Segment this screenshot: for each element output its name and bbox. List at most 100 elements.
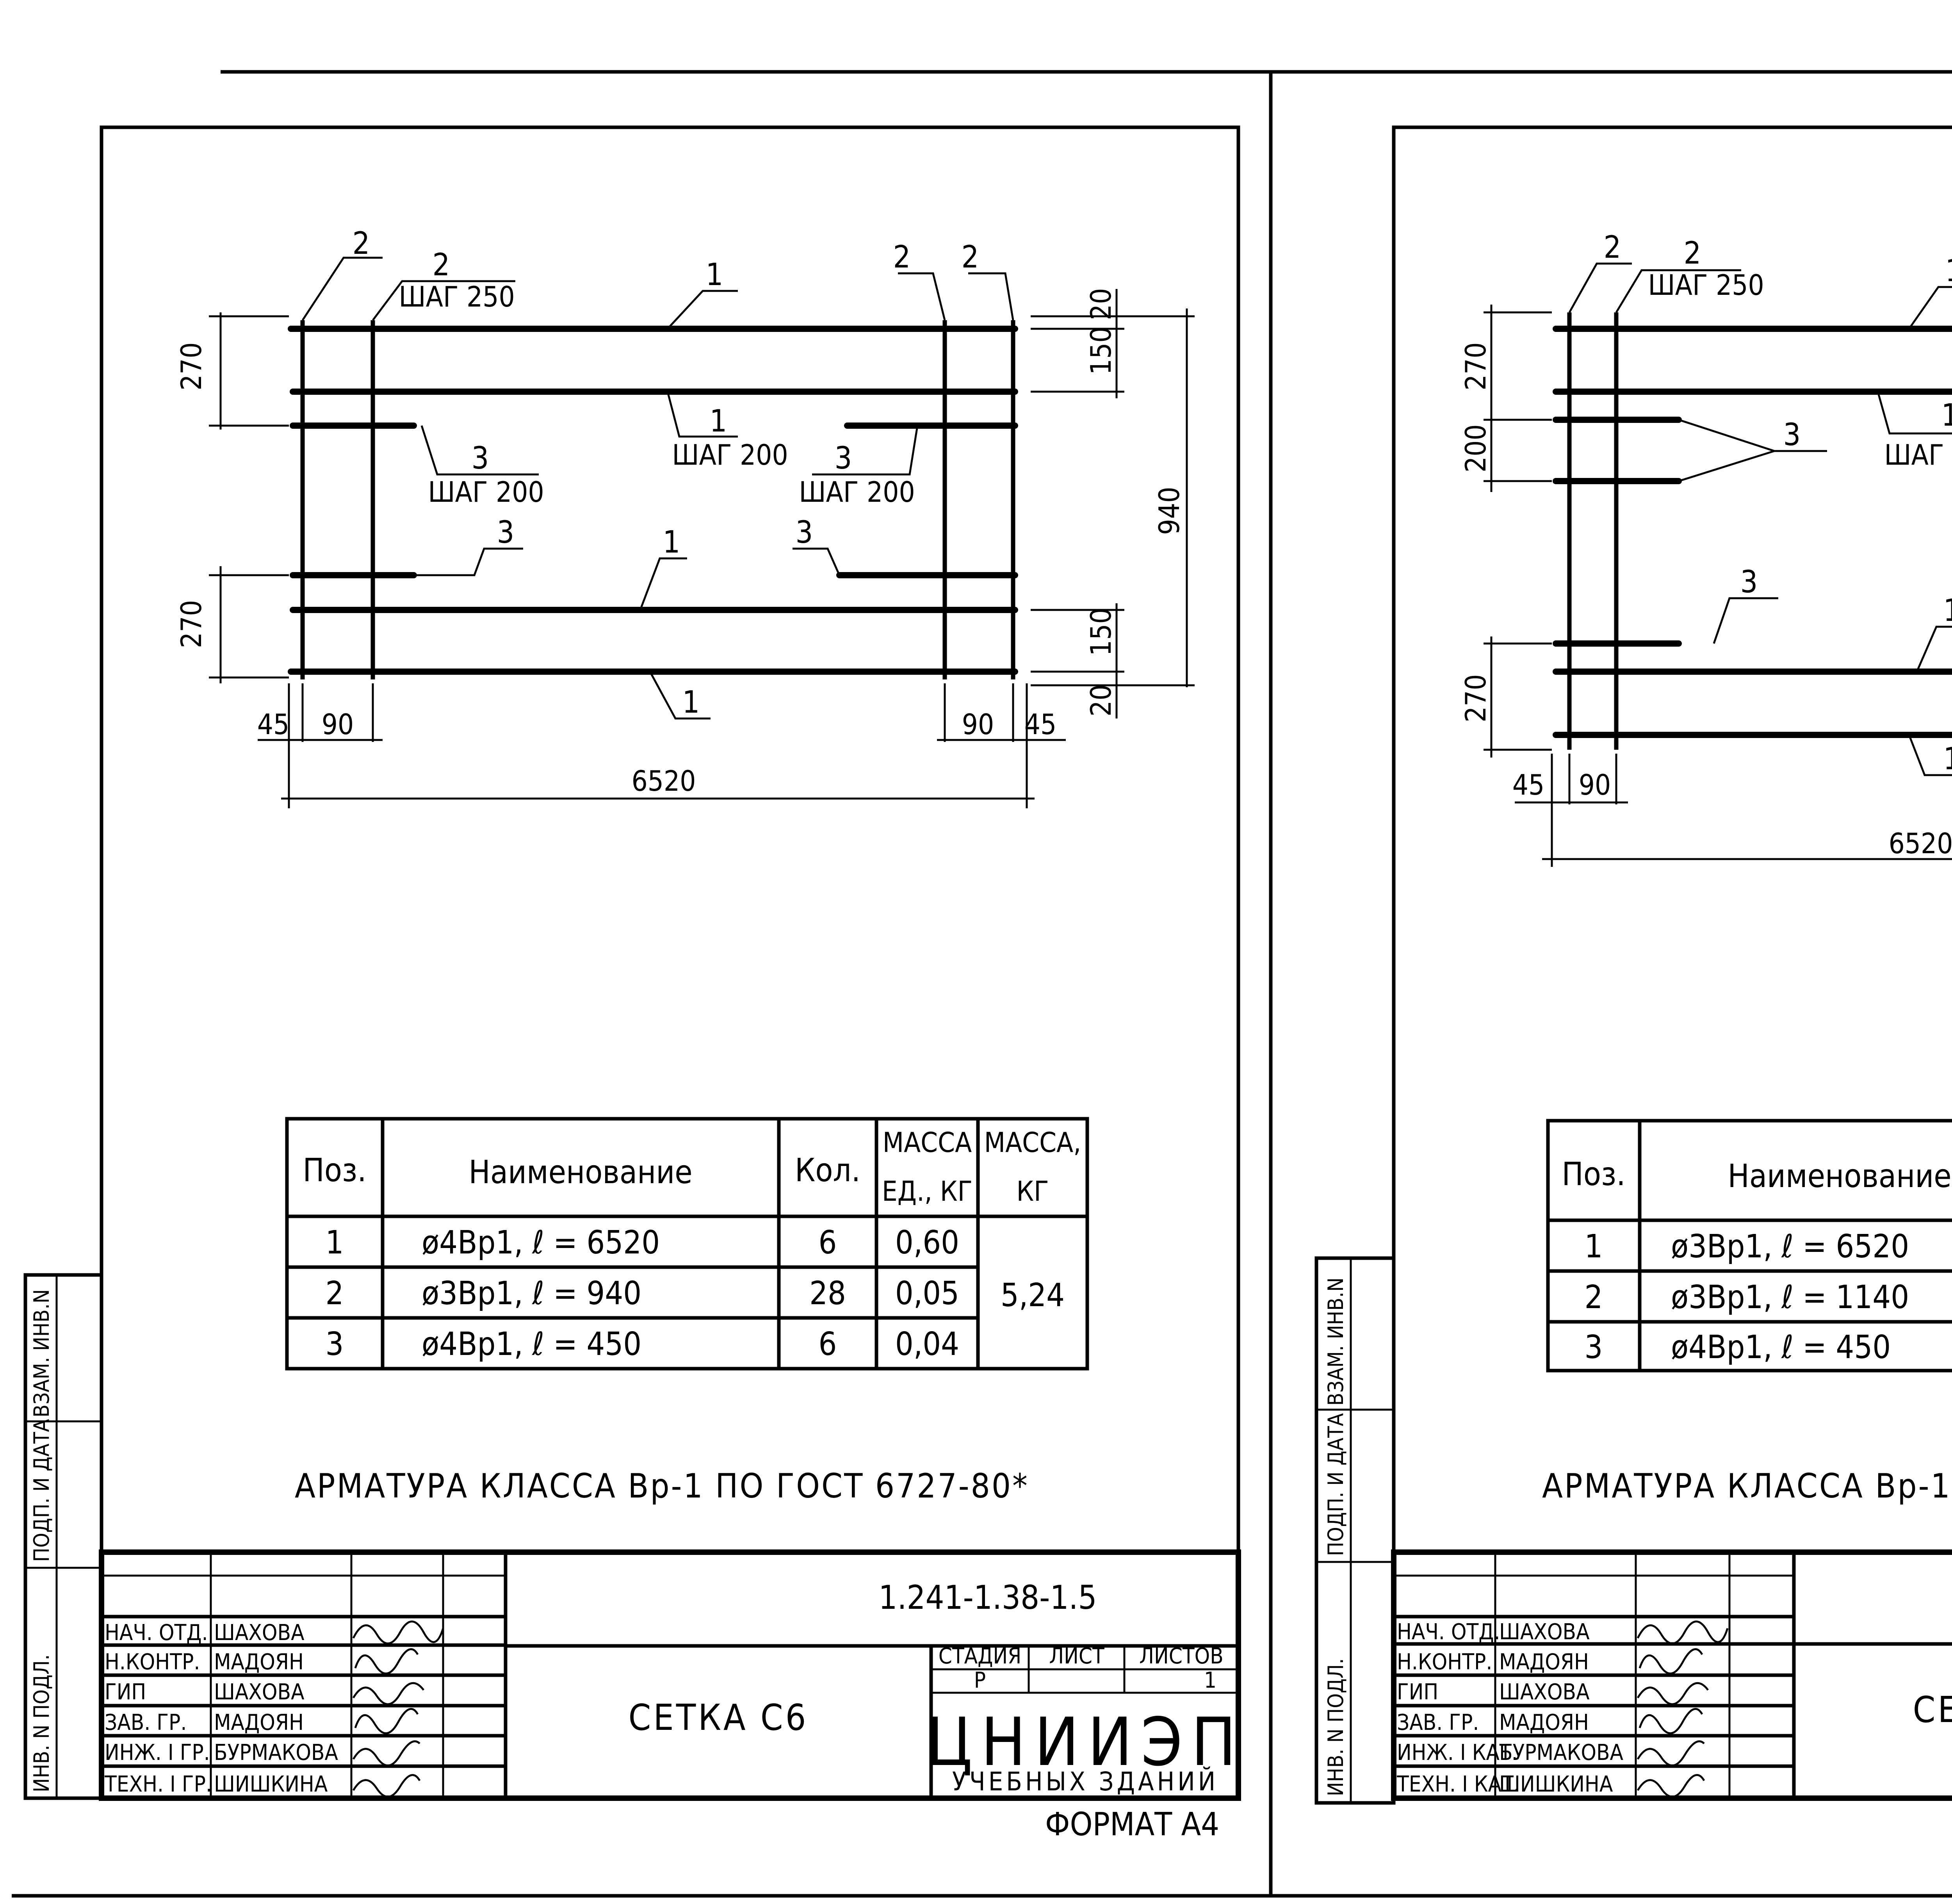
left-title-block: НАЧ. ОТД. ШАХОВА Н.КОНТР. МАДОЯН ГИП ШАХ…	[99, 1549, 1245, 1801]
side-stamp-box	[1314, 1256, 1396, 1805]
leader-step: ШАГ 250	[1648, 269, 1764, 301]
signatures	[352, 1621, 444, 1798]
leader-label: 2	[353, 226, 370, 261]
dimension-value: 45	[1512, 768, 1544, 801]
staff-name: ШИШКИНА	[214, 1772, 328, 1797]
cell-name: ø3Вр1, ℓ = 1140	[1671, 1279, 1909, 1316]
side-stamp-label-inv-orig: ИНВ. N ПОДЛ.	[29, 1654, 54, 1792]
cell-pos: 3	[326, 1326, 344, 1363]
leader-label: 1	[710, 404, 727, 439]
side-stamp-box	[23, 1273, 103, 1800]
side-stamp-label-inv-orig: ИНВ. N ПОДЛ.	[1323, 1658, 1348, 1796]
staff-name: БУРМАКОВА	[1499, 1740, 1624, 1765]
stage-label: СТАДИЯ	[939, 1644, 1021, 1669]
leader-label: 1	[1945, 253, 1952, 289]
cell-pos: 2	[326, 1275, 344, 1312]
cell-pos: 1	[326, 1224, 344, 1261]
table-row: 3 ø4Вр1, ℓ = 450 6 0,04	[326, 1326, 960, 1363]
page-frame: 15	[12, 70, 1952, 1898]
cell-total-mass: 5,24	[1001, 1277, 1065, 1314]
leader-label: 3	[1740, 565, 1758, 600]
staff-role: ГИП	[1397, 1679, 1438, 1705]
table-row: 2 ø3Вр1, ℓ = 1140 28 0,06	[1585, 1279, 1909, 1316]
overall-length-dimension: 6520	[632, 765, 696, 797]
cell-name: ø4Вр1, ℓ = 450	[422, 1326, 641, 1363]
table-row: 1 ø4Вр1, ℓ = 6520 6 0,60	[326, 1224, 960, 1261]
cell-unit-mass: 0,04	[895, 1326, 959, 1363]
side-stamp-label-replace-inv: ВЗАМ. ИНВ.N	[29, 1289, 54, 1417]
dimension-value: 940	[1153, 487, 1186, 535]
dimension-value: 270	[1459, 342, 1492, 390]
table-row: 2 ø3Вр1, ℓ = 940 28 0,05	[326, 1275, 960, 1312]
left-sheet-frame	[100, 125, 1240, 1801]
dimension-value: 90	[1579, 768, 1611, 801]
right-side-stamp: ВЗАМ. ИНВ.N ПОДП. И ДАТА ИНВ. N ПОДЛ.	[1314, 1256, 1396, 1805]
rebar-class-note: АРМАТУРА КЛАССА Вр-1 ПО ГОСТ 6727-80*	[295, 1467, 1029, 1506]
staff-name: МАДОЯН	[214, 1649, 304, 1675]
sheet-label: ЛИСТ	[1049, 1644, 1104, 1669]
paper-format: ФОРМАТ А4	[1045, 1806, 1219, 1843]
cell-name: ø3Вр1, ℓ = 6520	[1671, 1228, 1909, 1265]
cell-name: ø4Вр1, ℓ = 450	[1671, 1329, 1891, 1366]
table-header-unit-mass-l2: ЕД., КГ	[882, 1175, 972, 1207]
leader-label: 2	[893, 240, 911, 275]
dimension-value: 90	[322, 708, 354, 741]
staff-role: ИНЖ. I ГР.	[105, 1740, 210, 1765]
left-spec-table: Поз. Наименование Кол. МАССА ЕД., КГ МАС…	[285, 1117, 1089, 1371]
organization-name: ЦНИИЭП	[926, 1704, 1245, 1781]
leader-label: 3	[497, 515, 515, 550]
mesh-drawing-c6: 2 2 ШАГ 250 2 2 1 1 ШАГ 200 1 1 3 ШАГ 20…	[175, 226, 1195, 808]
table-header-name: Наименование	[1728, 1158, 1951, 1195]
staff-role: ЗАВ. ГР.	[105, 1710, 187, 1735]
rebar-class-note: АРМАТУРА КЛАССА Вр-1 ПО ГОСТ 6727-80*	[1542, 1467, 1952, 1506]
cell-qty: 6	[819, 1326, 837, 1363]
cell-pos: 1	[1585, 1228, 1603, 1265]
organization-subtitle: УЧЕБНЫХ ЗДАНИЙ	[952, 1766, 1218, 1797]
staff-role: ТЕХН. I ГР.	[104, 1772, 212, 1797]
leader-label: 2	[962, 240, 979, 275]
table-header-qty: Кол.	[795, 1152, 860, 1189]
side-stamp-label-sign-date: ПОДП. И ДАТА	[29, 1419, 54, 1562]
drawing-title: СЕТКА С7	[1913, 1689, 1952, 1731]
table-row: 1 ø3Вр1, ℓ = 6520 7 0,34	[1585, 1228, 1909, 1265]
leader-step: ШАГ 200	[428, 476, 544, 508]
leader-label: 1	[663, 525, 680, 560]
cell-unit-mass: 0,05	[895, 1275, 959, 1312]
staff-role: ЗАВ. ГР.	[1397, 1710, 1479, 1735]
leader-step: ШАГ 250	[399, 280, 515, 313]
stage-value: Р	[974, 1668, 986, 1693]
right-sheet-frame	[1392, 125, 1952, 1801]
leader-label: 3	[1783, 417, 1801, 453]
right-sheet: ВЗАМ. ИНВ.N ПОДП. И ДАТА ИНВ. N ПОДЛ. 2	[1314, 125, 1952, 1805]
dimension-value: 200	[1459, 424, 1492, 472]
leader-label: 1	[682, 685, 700, 720]
dimension-value: 150	[1085, 326, 1117, 375]
cell-qty: 6	[819, 1224, 837, 1261]
cell-name: ø3Вр1, ℓ = 940	[422, 1275, 641, 1312]
staff-name: ШАХОВА	[214, 1679, 305, 1705]
mesh-drawing-c7: 2 2 ШАГ 250 2 2 1 1 ШАГ 200 1 1 3 3	[1459, 230, 1952, 867]
staff-role: Н.КОНТР.	[105, 1649, 200, 1675]
cell-pos: 2	[1585, 1279, 1603, 1316]
leader-label: 2	[1684, 236, 1701, 271]
leader-label: 1	[1943, 742, 1952, 777]
leader-label: 3	[472, 441, 489, 476]
leader-label: 1	[1941, 398, 1952, 433]
staff-name: БУРМАКОВА	[214, 1740, 338, 1765]
staff-name: ШАХОВА	[214, 1620, 305, 1645]
leader-step: ШАГ 200	[1884, 439, 1952, 471]
table-header-total-mass-l2: КГ	[1016, 1175, 1049, 1207]
staff-role: ИНЖ. I КАТ.	[1397, 1740, 1518, 1765]
cell-name: ø4Вр1, ℓ = 6520	[422, 1224, 660, 1261]
staff-role: ГИП	[105, 1679, 146, 1705]
dimension-value: 150	[1085, 608, 1117, 656]
cell-qty: 28	[809, 1275, 846, 1312]
left-side-stamp: ВЗАМ. ИНВ.N ПОДП. И ДАТА ИНВ. N ПОДЛ.	[23, 1273, 103, 1800]
overall-length-dimension: 6520	[1889, 827, 1952, 860]
signatures	[1637, 1621, 1729, 1798]
staff-name: МАДОЯН	[1499, 1649, 1589, 1675]
dimension-value: 45	[257, 708, 289, 741]
table-header-total-mass-l1: МАССА,	[984, 1127, 1081, 1159]
staff-role: Н.КОНТР.	[1397, 1649, 1492, 1675]
leader-step: ШАГ 200	[672, 439, 788, 471]
